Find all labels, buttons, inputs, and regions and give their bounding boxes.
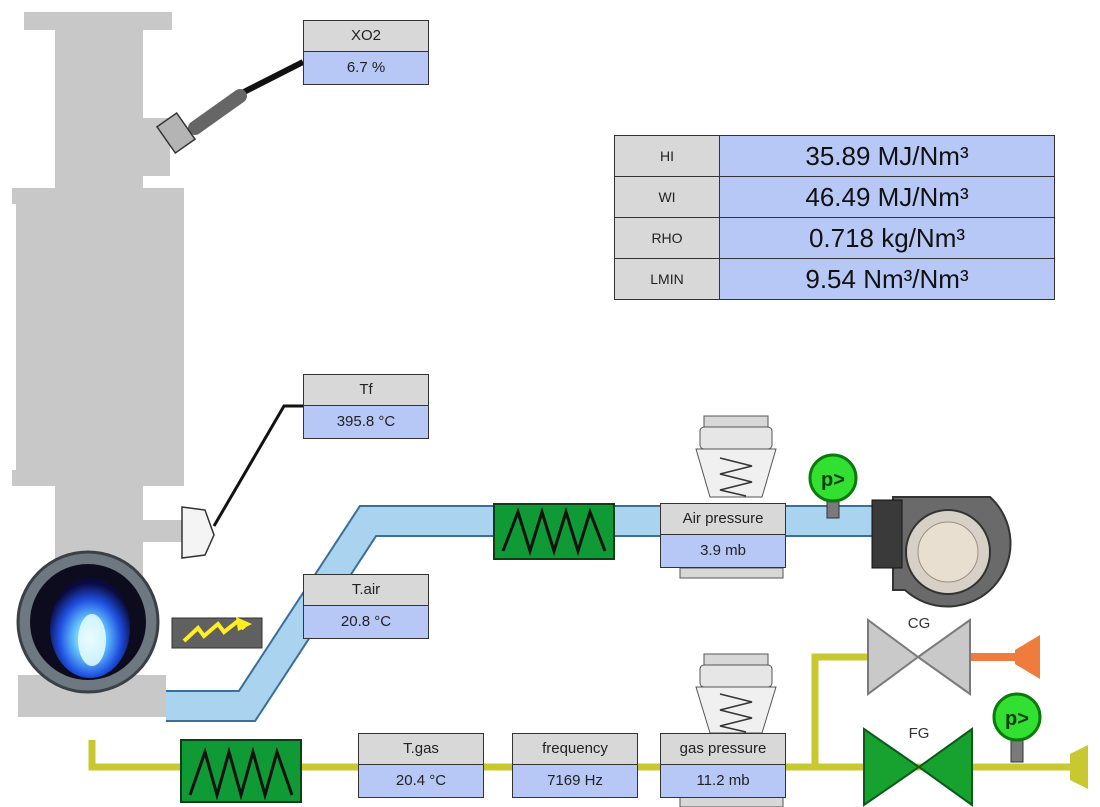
cg-valve: CG bbox=[867, 615, 971, 696]
air-pressure-gauge-icon: p> bbox=[808, 453, 858, 519]
cg-valve-right-icon bbox=[916, 618, 971, 696]
furnace-flange-bottom bbox=[12, 470, 184, 486]
property-value: 0.718 kg/Nm³ bbox=[719, 217, 1055, 259]
chimney-cap bbox=[24, 12, 172, 30]
gas-heater bbox=[180, 739, 302, 803]
air-pressure-tag: Air pressure 3.9 mb bbox=[660, 503, 786, 568]
table-row: RHO 0.718 kg/Nm³ bbox=[614, 217, 1055, 259]
gas-pressure-tag: gas pressure 11.2 mb bbox=[660, 733, 786, 798]
flame-temperature-probe bbox=[181, 404, 303, 559]
table-row: WI 46.49 MJ/Nm³ bbox=[614, 176, 1055, 218]
gas-regulator-head bbox=[699, 664, 773, 688]
fg-valve-label: FG bbox=[909, 725, 930, 742]
gas-regulator-spring-icon bbox=[719, 693, 753, 733]
air-regulator-cap bbox=[703, 415, 769, 428]
furnace-flange-top bbox=[12, 188, 184, 204]
air-heater bbox=[493, 503, 615, 560]
gas-pressure-regulator bbox=[679, 653, 784, 807]
air-regulator-head bbox=[699, 426, 773, 450]
fg-valve-left-icon bbox=[863, 727, 921, 807]
tair-label: T.air bbox=[304, 575, 428, 606]
chimney-stack bbox=[55, 30, 143, 190]
property-value: 46.49 MJ/Nm³ bbox=[719, 176, 1055, 218]
air-regulator-bell bbox=[695, 448, 777, 498]
table-row: LMIN 9.54 Nm³/Nm³ bbox=[614, 258, 1055, 300]
gas-regulator-bell bbox=[695, 686, 777, 734]
property-value: 35.89 MJ/Nm³ bbox=[719, 135, 1055, 177]
fg-valve-right-icon bbox=[917, 727, 973, 807]
gas-regulator-base bbox=[679, 796, 784, 807]
air-pressure-value: 3.9 mb bbox=[661, 535, 785, 567]
air-regulator-spring-icon bbox=[719, 457, 753, 497]
air-gauge-symbol: p> bbox=[821, 469, 845, 491]
gas-pressure-gauge-icon: p> bbox=[992, 692, 1042, 763]
xo2-label: XO2 bbox=[304, 21, 428, 52]
xo2-value: 6.7 % bbox=[304, 52, 428, 84]
xo2-tag: XO2 6.7 % bbox=[303, 20, 429, 85]
air-pressure-label: Air pressure bbox=[661, 504, 785, 535]
sensor-port-lower bbox=[143, 520, 183, 542]
spark-arrow-icon bbox=[236, 617, 252, 631]
gas-regulator-cap bbox=[703, 653, 769, 666]
blower-fan-icon bbox=[871, 496, 1012, 608]
burner bbox=[16, 550, 160, 694]
tair-value: 20.8 °C bbox=[304, 606, 428, 638]
property-value: 9.54 Nm³/Nm³ bbox=[719, 258, 1055, 300]
gas-inlet-icon bbox=[1070, 745, 1088, 789]
flame-core bbox=[78, 614, 106, 666]
property-name: RHO bbox=[614, 217, 720, 259]
igniter bbox=[171, 617, 263, 649]
tair-tag: T.air 20.8 °C bbox=[303, 574, 429, 639]
cg-valve-left-icon bbox=[867, 618, 920, 696]
furnace-body bbox=[16, 204, 184, 472]
table-row: HI 35.89 MJ/Nm³ bbox=[614, 135, 1055, 177]
frequency-label: frequency bbox=[513, 734, 637, 765]
air-regulator-base bbox=[679, 567, 784, 579]
tgas-label: T.gas bbox=[359, 734, 483, 765]
gas-properties-table: HI 35.89 MJ/Nm³ WI 46.49 MJ/Nm³ RHO 0.71… bbox=[614, 135, 1055, 300]
gas-branch-line bbox=[811, 653, 868, 767]
property-name: LMIN bbox=[614, 258, 720, 300]
cg-valve-label: CG bbox=[908, 615, 931, 632]
frequency-value: 7169 Hz bbox=[513, 765, 637, 797]
air-pressure-regulator bbox=[679, 415, 784, 579]
tgas-tag: T.gas 20.4 °C bbox=[358, 733, 484, 798]
property-name: WI bbox=[614, 176, 720, 218]
gas-pressure-value: 11.2 mb bbox=[661, 765, 785, 797]
oxygen-probe bbox=[155, 59, 305, 155]
fg-valve: FG bbox=[863, 725, 973, 807]
frequency-tag: frequency 7169 Hz bbox=[512, 733, 638, 798]
tf-tag: Tf 395.8 °C bbox=[303, 374, 429, 439]
property-name: HI bbox=[614, 135, 720, 177]
tf-label: Tf bbox=[304, 375, 428, 406]
tgas-value: 20.4 °C bbox=[359, 765, 483, 797]
orange-line-end-icon bbox=[1015, 635, 1040, 679]
gas-gauge-symbol: p> bbox=[1005, 708, 1029, 730]
tf-value: 395.8 °C bbox=[304, 406, 428, 438]
gas-pressure-label: gas pressure bbox=[661, 734, 785, 765]
